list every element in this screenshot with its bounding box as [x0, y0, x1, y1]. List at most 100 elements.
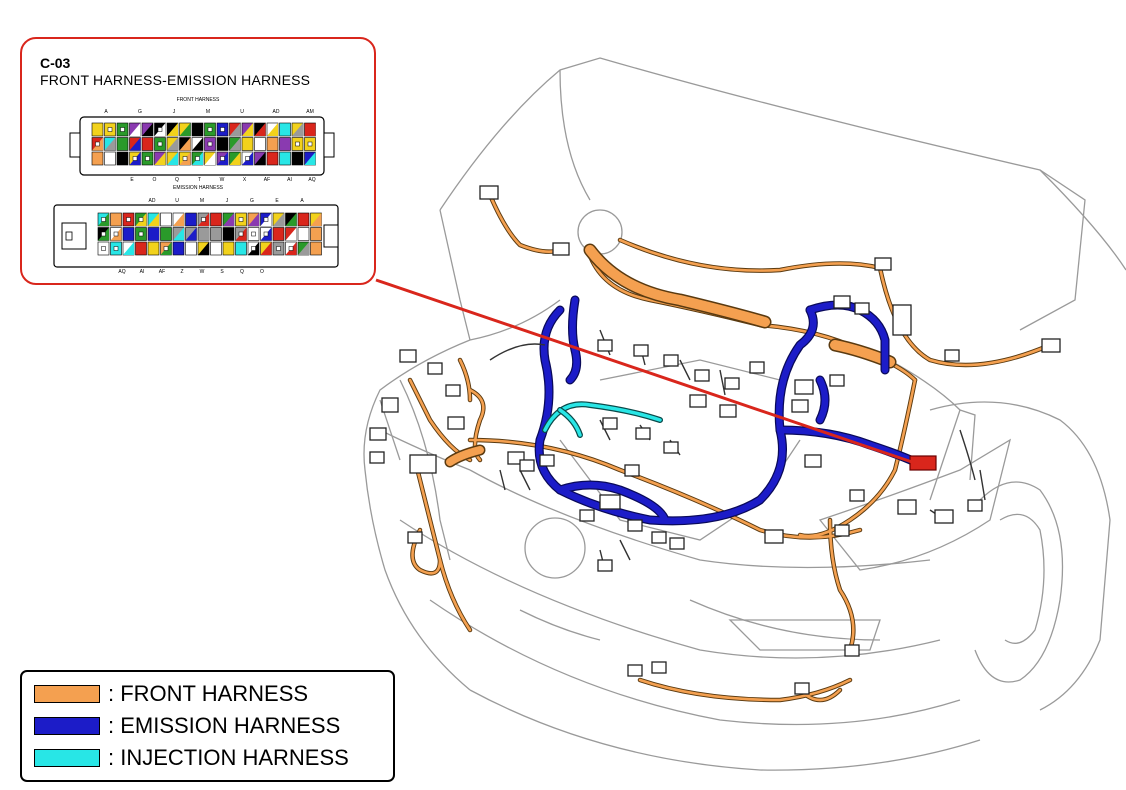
pin-label: U [240, 109, 244, 115]
pin-label: AQ [308, 177, 315, 183]
pin-stripe [298, 242, 309, 255]
pin-label: J [173, 109, 176, 115]
pin-stripe [167, 123, 178, 136]
pin-cell [291, 151, 304, 166]
pin-label: M [206, 109, 210, 115]
pin-cell [216, 137, 229, 151]
pin-label: E [275, 198, 279, 204]
emission-connector-pin-grid [97, 212, 322, 256]
legend-item-emission-harness: : EMISSION HARNESS [34, 711, 340, 741]
pin-terminal [163, 246, 169, 251]
pin-cell [210, 241, 222, 256]
pin-stripe [242, 123, 253, 136]
pin-cell [91, 122, 104, 137]
connector-inset: C-03 FRONT HARNESS-EMISSION HARNESS FRON… [20, 37, 376, 285]
pin-stripe [154, 152, 166, 165]
pin-cell [91, 151, 104, 166]
pin-terminal [251, 231, 256, 237]
pin-stripe [173, 227, 184, 241]
pin-label: AM [306, 109, 314, 115]
pin-label: AF [159, 269, 165, 275]
pin-cell [191, 122, 204, 137]
pin-terminal [101, 246, 106, 251]
pin-terminal [251, 246, 256, 251]
pin-label: S [220, 269, 224, 275]
pin-stripe [254, 123, 266, 136]
pin-cell [279, 151, 291, 166]
pin-stripe [254, 152, 266, 165]
pin-cell [222, 227, 235, 241]
pin-cell [185, 241, 197, 256]
pin-stripe [185, 227, 197, 241]
pin-label: A [104, 109, 108, 115]
pin-terminal [307, 141, 313, 147]
pin-label: Q [175, 177, 179, 183]
pin-stripe [142, 123, 153, 136]
pin-terminal [201, 217, 206, 222]
pin-cell [210, 212, 222, 227]
pin-label: W [200, 269, 205, 275]
pin-terminal [113, 231, 119, 237]
pin-stripe [167, 152, 178, 165]
pin-terminal [95, 141, 100, 147]
pin-stripe [173, 213, 184, 226]
pin-terminal [138, 231, 144, 237]
pin-terminal [288, 246, 294, 251]
pin-terminal [238, 217, 244, 222]
pin-terminal [220, 156, 225, 161]
pin-terminal [101, 217, 106, 222]
pin-label: O [153, 177, 157, 183]
c03-connector-location [909, 455, 937, 471]
pin-cell [266, 137, 279, 151]
pin-terminal [207, 127, 213, 132]
connector-title: FRONT HARNESS-EMISSION HARNESS [40, 72, 311, 88]
harness-legend: : FRONT HARNESS : EMISSION HARNESS : INJ… [20, 670, 395, 782]
pin-terminal [263, 231, 269, 237]
pin-cell [172, 241, 185, 256]
pin-label: Z [180, 269, 183, 275]
pin-stripe [229, 123, 241, 136]
pin-stripe [167, 137, 178, 151]
emission-connector-label: EMISSION HARNESS [173, 185, 224, 191]
pin-cell [210, 227, 222, 241]
pin-cell [135, 241, 147, 256]
pin-terminal [157, 127, 163, 132]
pin-label: AF [264, 177, 270, 183]
pin-terminal [263, 217, 269, 222]
pin-terminal [195, 156, 200, 161]
pin-terminal [276, 246, 281, 251]
pin-stripe [304, 123, 316, 136]
pin-stripe [148, 227, 159, 241]
pin-terminal [157, 141, 163, 147]
legend-label-front-harness: : FRONT HARNESS [108, 681, 309, 706]
pin-label: M [200, 198, 204, 204]
pin-cell [254, 137, 266, 151]
pin-terminal [145, 156, 150, 161]
pin-label: Q [240, 269, 244, 275]
pin-label: T [198, 177, 201, 183]
pin-cell [141, 137, 154, 151]
pin-cell [297, 212, 310, 227]
pin-label: J [226, 198, 229, 204]
pin-stripe [148, 213, 159, 226]
pin-cell [279, 122, 291, 137]
pin-stripe [304, 152, 316, 165]
pin-label: A [300, 198, 304, 204]
pin-stripe [310, 213, 322, 226]
pin-stripe [179, 137, 191, 151]
pin-stripe [192, 137, 203, 151]
pin-label: W [220, 177, 225, 183]
pin-label: X [243, 177, 247, 183]
pin-cell [122, 227, 135, 241]
pin-stripe [104, 137, 116, 151]
pin-terminal [113, 246, 119, 251]
pin-stripe [129, 123, 141, 136]
pin-terminal [182, 156, 188, 161]
pin-label: AD [273, 109, 280, 115]
pin-cell [185, 212, 197, 227]
pin-terminal [101, 231, 106, 237]
